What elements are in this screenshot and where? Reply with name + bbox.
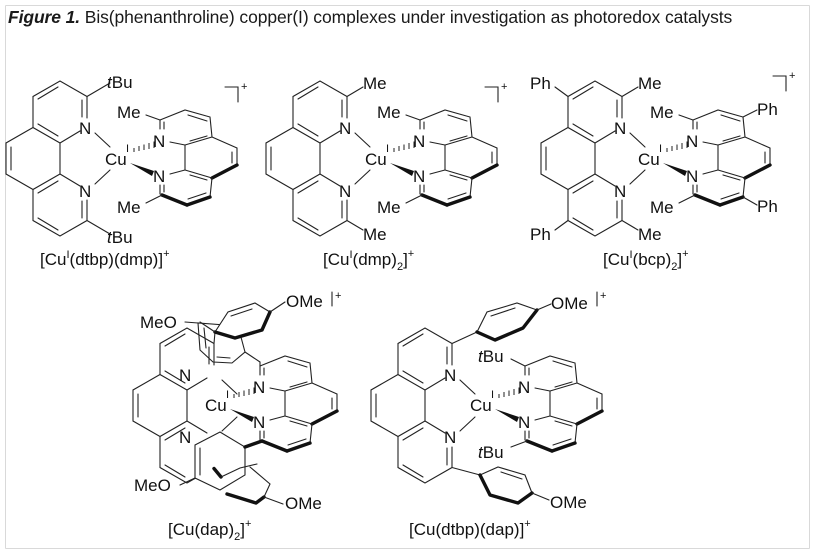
- atom-n: N: [179, 428, 191, 447]
- structure-cu-dmp2: N N N N Cu I Me Me Me Me + [CuI(dmp)2]+: [265, 74, 507, 273]
- tbu-t: t: [478, 347, 484, 366]
- figure-label: Figure 1.: [8, 7, 81, 27]
- oxidation-state: I: [491, 389, 494, 401]
- substituent-me: Me: [117, 198, 141, 217]
- atom-n: N: [614, 119, 626, 138]
- substituent-me: Me: [117, 103, 141, 122]
- atom-n: N: [444, 366, 456, 385]
- substituent-me: Me: [377, 198, 401, 217]
- atom-n: N: [614, 182, 626, 201]
- atom-n: N: [413, 167, 425, 186]
- atom-cu: Cu: [638, 150, 660, 169]
- atom-cu: Cu: [205, 396, 227, 415]
- atom-n: N: [686, 132, 698, 151]
- charge-sign: +: [789, 70, 795, 82]
- figure-caption: Figure 1. Bis(phenanthroline) copper(I) …: [8, 7, 788, 28]
- svg-text:tBu: tBu: [478, 347, 504, 366]
- atom-n: N: [686, 167, 698, 186]
- figure-frame: [5, 5, 810, 549]
- charge-sign: +: [335, 290, 341, 302]
- oxidation-state: I: [659, 143, 662, 155]
- svg-text:tBu: tBu: [107, 73, 133, 92]
- oxidation-state: I: [226, 389, 229, 401]
- substituent-ph: Ph: [530, 225, 551, 244]
- tbu-bu: Bu: [483, 443, 504, 462]
- substituent-meo: MeO: [140, 313, 177, 332]
- tbu-t: t: [107, 73, 113, 92]
- atom-n: N: [153, 167, 165, 186]
- atom-cu: Cu: [470, 396, 492, 415]
- atom-n: N: [79, 119, 91, 138]
- compound-label: [CuI(dmp)2]+: [323, 248, 414, 273]
- atom-n: N: [518, 378, 530, 397]
- compound-label: [Cu(dtbp)(dap)]+: [409, 518, 531, 539]
- oxidation-state: I: [386, 143, 389, 155]
- atom-n: N: [339, 119, 351, 138]
- substituent-me: Me: [650, 198, 674, 217]
- compound-label: [CuI(dtbp)(dmp)]+: [40, 248, 170, 269]
- charge-sign: +: [600, 290, 606, 302]
- svg-text:tBu: tBu: [107, 228, 133, 247]
- substituent-ome: OMe: [286, 292, 323, 311]
- structure-cu-dtbp-dmp: N N N N Cu I tBu tBu Me Me + [CuI(dtbp)(…: [5, 73, 247, 269]
- atom-n: N: [339, 182, 351, 201]
- oxidation-state: I: [126, 143, 129, 155]
- atom-n: N: [179, 366, 191, 385]
- substituent-ome: OMe: [285, 494, 322, 513]
- compound-label: [CuI(bcp)2]+: [603, 248, 689, 273]
- charge-bracket: [224, 86, 239, 103]
- substituent-me: Me: [377, 103, 401, 122]
- atom-n: N: [518, 413, 530, 432]
- substituent-ome: OMe: [551, 294, 588, 313]
- charge-sign: +: [241, 81, 247, 93]
- substituent-me: Me: [638, 225, 662, 244]
- charge-bracket: [484, 86, 499, 103]
- atom-n: N: [253, 378, 265, 397]
- charge-bracket: [772, 75, 787, 92]
- substituent-me: Me: [650, 103, 674, 122]
- structure-cu-dap2: N N N N Cu I MeO OMe MeO OMe + [Cu(dap)2…: [132, 290, 341, 543]
- atom-n: N: [253, 413, 265, 432]
- tbu-t: t: [107, 228, 113, 247]
- tbu-bu: Bu: [483, 347, 504, 366]
- tbu-bu: Bu: [112, 73, 133, 92]
- tbu-t: t: [478, 443, 484, 462]
- atom-n: N: [79, 182, 91, 201]
- substituent-ph: Ph: [530, 74, 551, 93]
- structure-cu-bcp2: N N N N Cu I Me Me Me Me Ph Ph Ph Ph + […: [530, 70, 795, 273]
- svg-text:tBu: tBu: [478, 443, 504, 462]
- atom-n: N: [153, 132, 165, 151]
- substituent-me: Me: [363, 225, 387, 244]
- substituent-meo: MeO: [134, 476, 171, 495]
- charge-sign: +: [501, 81, 507, 93]
- atom-cu: Cu: [105, 150, 127, 169]
- substituent-ph: Ph: [757, 197, 778, 216]
- substituent-me: Me: [363, 74, 387, 93]
- tbu-bu: Bu: [112, 228, 133, 247]
- substituent-me: Me: [638, 74, 662, 93]
- compound-label: [Cu(dap)2]+: [168, 518, 251, 543]
- substituent-ome: OMe: [550, 493, 587, 512]
- substituent-ph: Ph: [757, 100, 778, 119]
- atom-n: N: [444, 428, 456, 447]
- atom-n: N: [413, 132, 425, 151]
- structure-cu-dtbp-dap: N N N N Cu I tBu tBu OMe OMe + [Cu(dtbp)…: [370, 290, 606, 539]
- figure-caption-text: Bis(phenanthroline) copper(I) complexes …: [84, 7, 733, 27]
- atom-cu: Cu: [365, 150, 387, 169]
